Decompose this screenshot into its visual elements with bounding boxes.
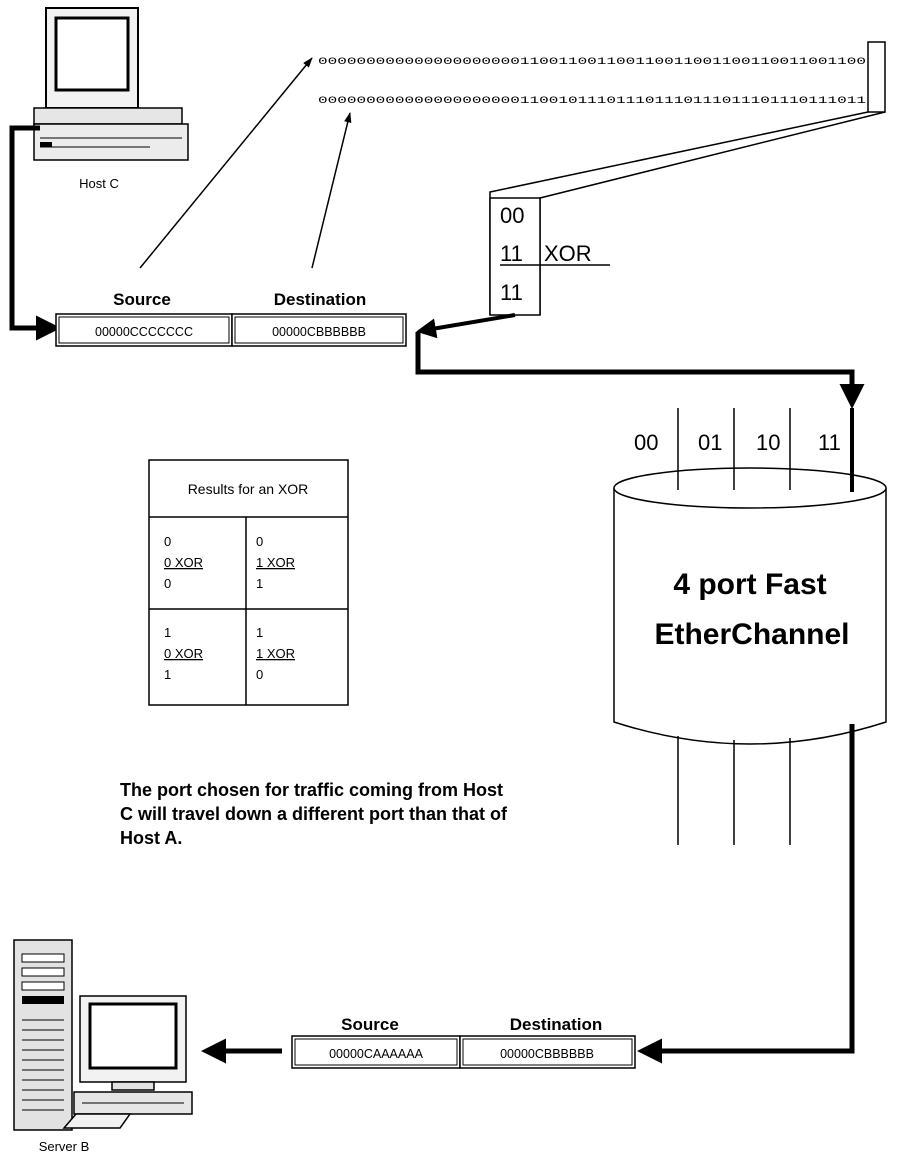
xor-result-bits: 11 xyxy=(500,280,523,305)
port-selection-note: The port chosen for traffic coming from … xyxy=(120,778,520,850)
xor-operator: XOR xyxy=(544,241,592,266)
etherchannel-title-line2: EtherChannel xyxy=(654,618,849,651)
xor-cell-3-r: 1 xyxy=(164,667,171,682)
destination-to-binary-arrow xyxy=(312,113,350,268)
host-c-computer-icon xyxy=(34,8,188,160)
top-source-header: Source xyxy=(113,290,171,309)
top-destination-value: 00000CBBBBBB xyxy=(272,325,366,339)
xor-cell-1-b: 0 XOR xyxy=(164,555,203,570)
source-to-binary-arrow xyxy=(140,58,312,268)
xor-cell-2-b: 1 XOR xyxy=(256,555,295,570)
etherchannel-title-line1: 4 port Fast xyxy=(673,568,826,601)
bottom-destination-value: 00000CBBBBBB xyxy=(500,1047,594,1061)
xor-cell-1-a: 0 xyxy=(164,534,171,549)
bottom-source-header: Source xyxy=(341,1015,399,1034)
binary-line-2: 0000000000000000000001100101110111011101… xyxy=(318,95,866,107)
xor-cell-2-r: 1 xyxy=(256,576,263,591)
xor-cell-3-b: 0 XOR xyxy=(164,646,203,661)
binary-line-1: 0000000000000000000001100110011001100110… xyxy=(318,56,866,68)
port-label-10: 10 xyxy=(756,430,780,455)
xor-table-title: Results for an XOR xyxy=(188,481,309,497)
port-to-bottom-frame-arrow xyxy=(642,724,852,1051)
xor-cell-4-r: 0 xyxy=(256,667,263,682)
server-b-icon xyxy=(14,940,192,1130)
xor-cell-1-r: 0 xyxy=(164,576,171,591)
bit-extraction-bracket xyxy=(490,42,885,315)
bottom-source-value: 00000CAAAAAA xyxy=(329,1047,423,1061)
xor-middle-bits: 11 xyxy=(500,241,523,266)
xor-result-arrow xyxy=(420,315,515,331)
xor-top-bits: 00 xyxy=(500,203,524,228)
port-label-11: 11 xyxy=(818,430,841,455)
port-label-00: 00 xyxy=(634,430,658,455)
port-label-01: 01 xyxy=(698,430,722,455)
xor-cell-3-a: 1 xyxy=(164,625,171,640)
top-destination-header: Destination xyxy=(274,290,367,309)
host-c-label: Host C xyxy=(79,176,119,191)
xor-cell-4-b: 1 XOR xyxy=(256,646,295,661)
xor-cell-4-a: 1 xyxy=(256,625,263,640)
frame-to-port-arrow xyxy=(418,332,852,404)
top-source-value: 00000CCCCCCC xyxy=(95,325,193,339)
bottom-destination-header: Destination xyxy=(510,1015,603,1034)
xor-cell-2-a: 0 xyxy=(256,534,263,549)
server-b-label: Server B xyxy=(39,1139,90,1154)
